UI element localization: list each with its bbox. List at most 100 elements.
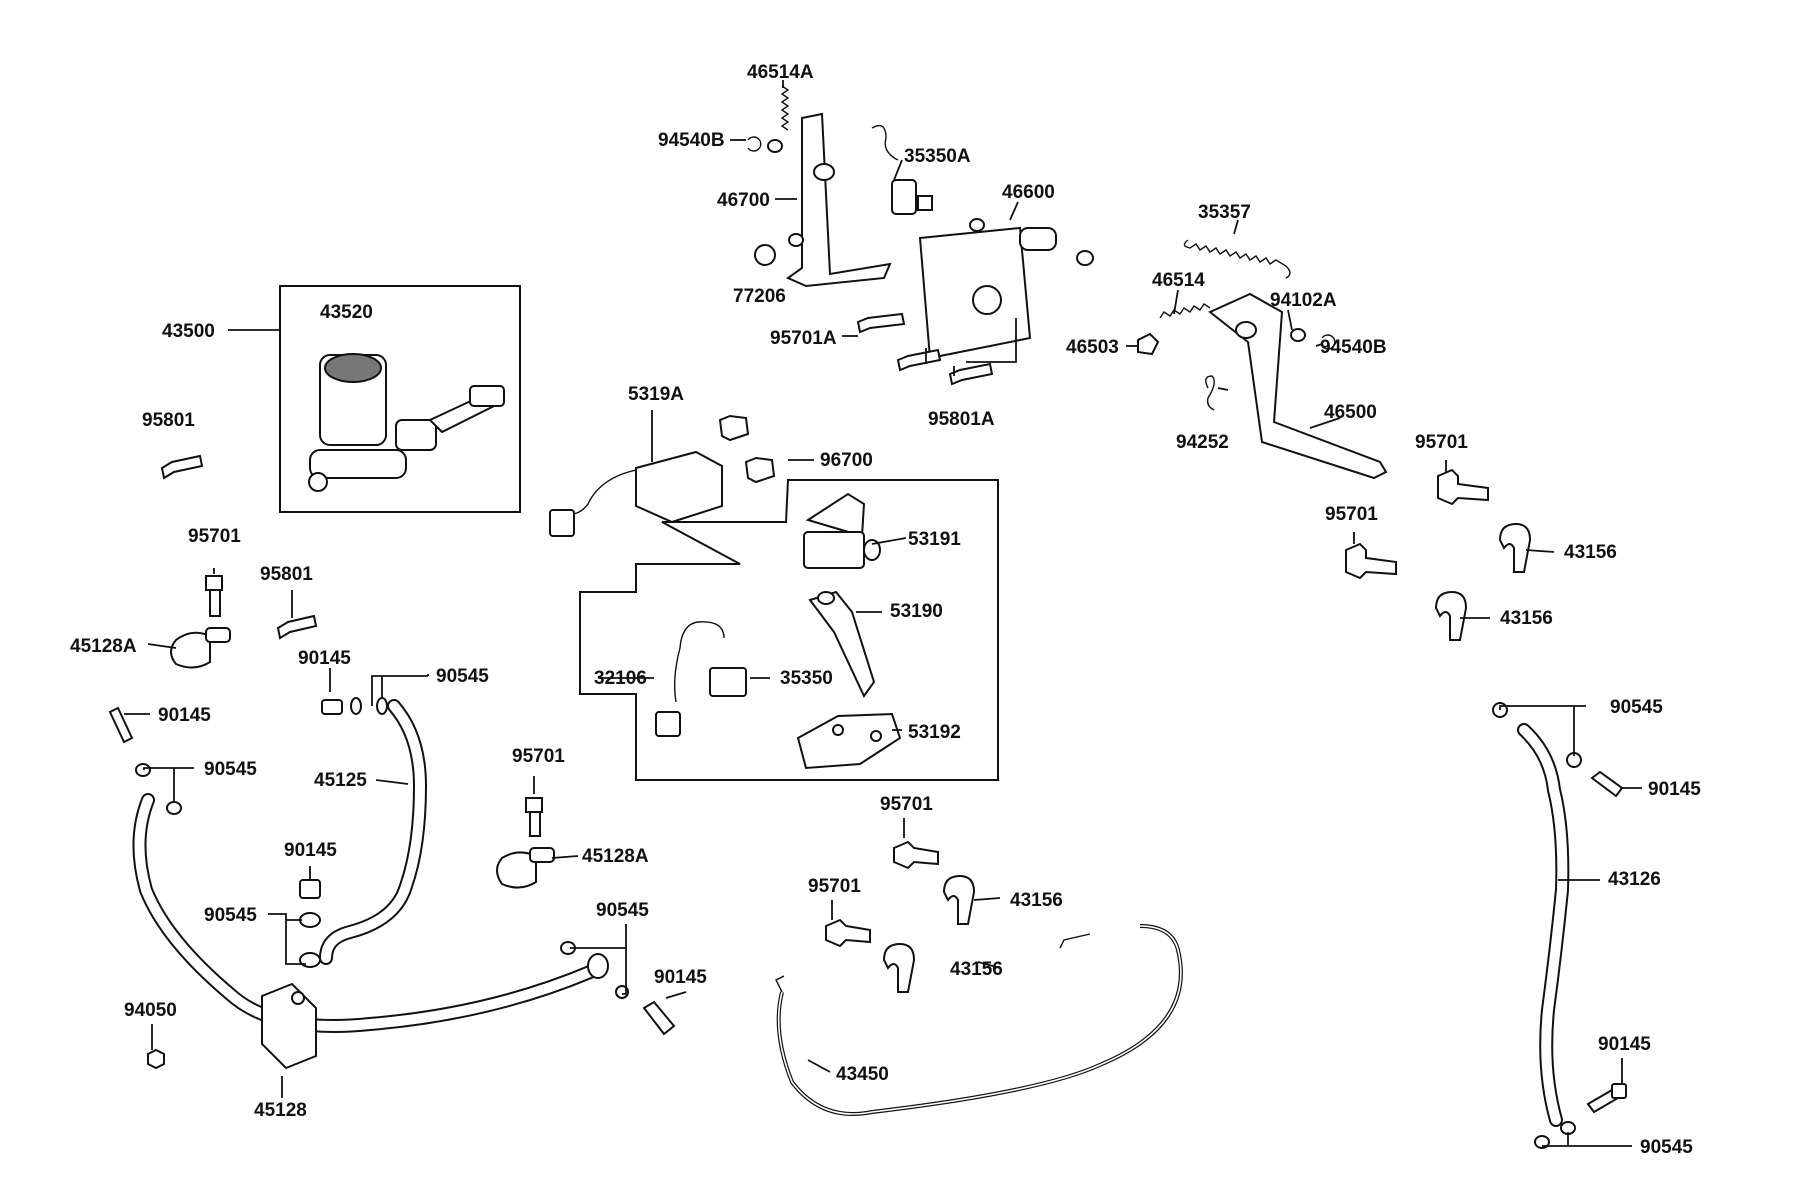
clamp-45128A-left	[170, 627, 231, 669]
label-53191: 53191	[908, 529, 961, 550]
pedal-46500	[1208, 292, 1388, 480]
clamp-43156-r2	[1434, 590, 1468, 641]
label-94540B-right: 94540B	[1320, 337, 1387, 358]
label-90545-c: 90545	[596, 900, 649, 921]
bolt-90145-c	[299, 879, 321, 899]
label-5319A: 5319A	[628, 384, 684, 405]
bolt-90145-d	[642, 1000, 676, 1036]
label-94540B-top: 94540B	[658, 130, 725, 151]
label-35350A: 35350A	[904, 146, 971, 167]
label-46500: 46500	[1324, 402, 1377, 423]
clamp-43156-c1	[942, 874, 976, 925]
clamp-43156-c2	[882, 942, 916, 993]
label-77206: 77206	[733, 286, 786, 307]
washer-94102A	[1290, 328, 1306, 342]
label-46600: 46600	[1002, 182, 1055, 203]
switch-5319A	[549, 450, 723, 537]
label-43156-r1: 43156	[1564, 542, 1617, 563]
label-46514A: 46514A	[747, 62, 814, 83]
label-90145-b: 90145	[298, 648, 351, 669]
label-95701-c2: 95701	[808, 876, 861, 897]
label-43156-r2: 43156	[1500, 608, 1553, 629]
label-45128A-mid: 45128A	[582, 846, 649, 867]
washers-90545-c	[299, 912, 321, 968]
master-cylinder-43520	[308, 353, 505, 492]
bolt-95701-r2	[1345, 542, 1397, 580]
label-95701A: 95701A	[770, 328, 837, 349]
label-94252: 94252	[1176, 432, 1229, 453]
label-90545-r1: 90545	[1610, 697, 1663, 718]
bolt-95701A	[856, 312, 906, 334]
label-43520: 43520	[320, 302, 373, 323]
hose-45125	[319, 699, 428, 965]
bushing-77206	[754, 244, 776, 266]
bolt-95801-left	[276, 614, 318, 640]
label-90145-c: 90145	[284, 840, 337, 861]
label-90545-b: 90545	[204, 759, 257, 780]
part-labels: 46514A 94540B 35350A 46700 46600 35357 7…	[70, 62, 1701, 1158]
pin-94252	[1205, 375, 1215, 411]
spring-46514A	[780, 85, 790, 131]
label-94050: 94050	[124, 1000, 177, 1021]
switch-53191	[803, 492, 881, 569]
clamp-45128A-mid	[496, 847, 555, 889]
label-43126: 43126	[1608, 869, 1661, 890]
label-45128: 45128	[254, 1100, 307, 1121]
bolt-90145-r2	[1586, 1083, 1627, 1114]
label-90145-d: 90145	[654, 967, 707, 988]
bolt-95801A-a	[896, 348, 942, 372]
bolt-95801-top	[160, 454, 204, 480]
label-90545-a: 90545	[436, 666, 489, 687]
hose-43126	[1517, 723, 1570, 1127]
clip-94540B-top	[747, 136, 783, 153]
bolt-90145-r1	[1590, 770, 1624, 798]
bolt-95701-r1	[1437, 468, 1489, 506]
assembly-box-43500	[279, 285, 521, 513]
bolt-96700-a	[718, 414, 750, 442]
junction-45128	[261, 982, 317, 1070]
label-43500: 43500	[162, 321, 215, 342]
pedal-arm-46700	[785, 112, 892, 288]
label-90545-r2: 90545	[1640, 1137, 1693, 1158]
label-90145-r1: 90145	[1648, 779, 1701, 800]
label-53190: 53190	[890, 601, 943, 622]
label-46700: 46700	[717, 190, 770, 211]
label-95701-r1: 95701	[1415, 432, 1468, 453]
label-96700: 96700	[820, 450, 873, 471]
bolt-95701-c2	[825, 918, 871, 948]
label-35357: 35357	[1198, 202, 1251, 223]
inset-box	[579, 479, 999, 781]
clamp-43156-r1	[1498, 522, 1532, 573]
label-90545-d: 90545	[204, 905, 257, 926]
bolt-95801A-b	[948, 362, 994, 386]
label-43156-c1: 43156	[1010, 890, 1063, 911]
label-45125: 45125	[314, 770, 367, 791]
clip-46503	[1137, 332, 1160, 356]
bolt-95701-mid	[525, 797, 543, 837]
label-43156-c2: 43156	[950, 959, 1003, 980]
nut-94050	[147, 1048, 165, 1070]
washers-90545-d	[560, 941, 629, 999]
bolt-95701-c1	[893, 840, 939, 870]
lever-53190	[808, 590, 876, 698]
label-95701-l1: 95701	[188, 526, 241, 547]
switch-35350	[655, 621, 747, 737]
label-53192: 53192	[908, 722, 961, 743]
washers-90545-b	[135, 763, 182, 815]
label-95701-c1: 95701	[880, 794, 933, 815]
hose-front	[132, 793, 597, 1033]
label-95801-l: 95801	[260, 564, 313, 585]
bolt-96700-b	[744, 456, 776, 484]
label-90145-r2: 90145	[1598, 1034, 1651, 1055]
spring-35357	[1183, 239, 1291, 279]
bolt-95701-left	[205, 575, 223, 617]
label-46514: 46514	[1152, 270, 1205, 291]
label-90145-a: 90145	[158, 705, 211, 726]
label-95701-r2: 95701	[1325, 504, 1378, 525]
label-45128A-left: 45128A	[70, 636, 137, 657]
bracket-46600	[918, 218, 1094, 360]
plate-53192	[796, 712, 902, 770]
cable-43450	[775, 924, 1183, 1116]
label-46503: 46503	[1066, 337, 1119, 358]
